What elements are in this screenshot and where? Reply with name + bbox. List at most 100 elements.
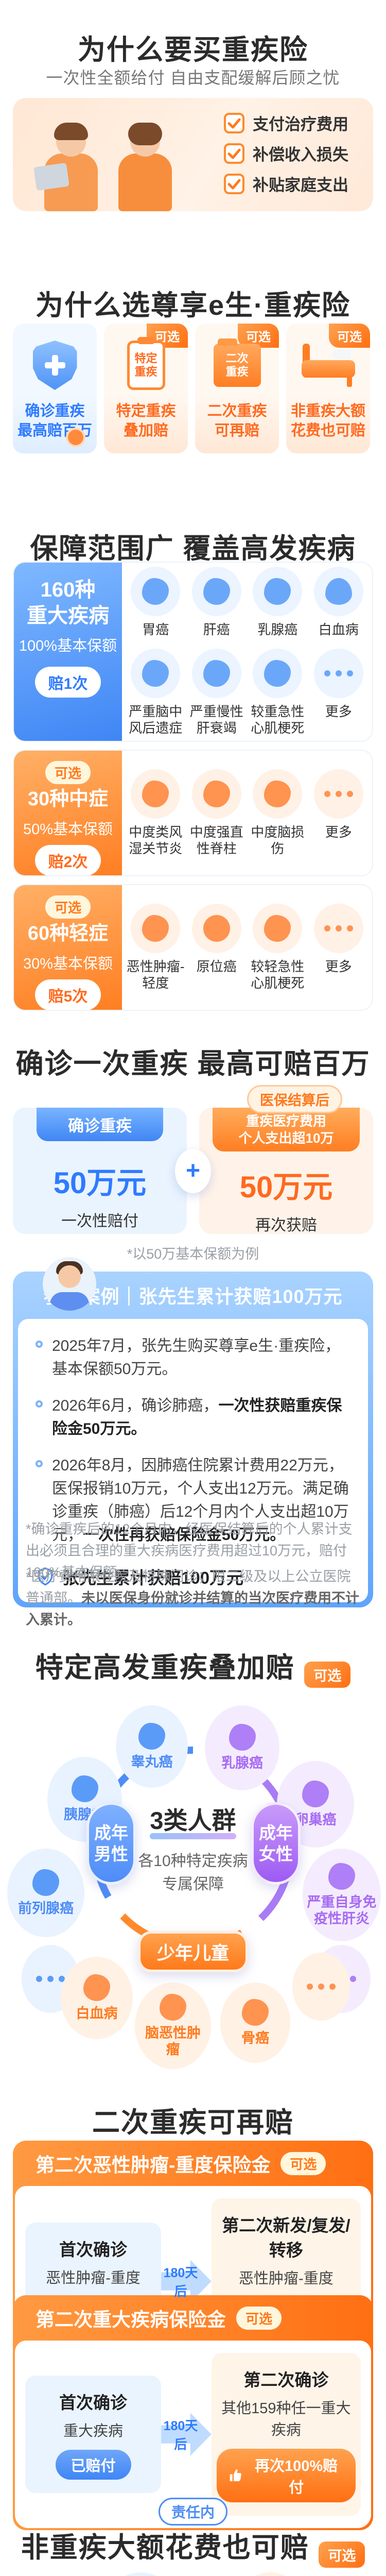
section4-title: 确诊一次重疾 最高可赔百万 — [15, 1048, 371, 1079]
coverage-card-critical: 160种 重大疾病 100%基本保额 赔1次 胃癌 肝癌 乳腺癌 白血病 严重脑… — [13, 562, 373, 742]
disease-item: 原位癌 — [186, 899, 248, 997]
spine-icon — [203, 780, 230, 807]
disease-item: 较轻急性心肌梗死 — [247, 899, 308, 997]
disease-item: 乳腺癌 — [247, 563, 308, 643]
blood-drop-icon — [325, 578, 352, 605]
payout-tab-line2: 个人支出超10万 — [238, 1130, 334, 1146]
disease-label: 原位癌 — [196, 958, 237, 974]
coverage-times-badge: 赔5次 — [34, 979, 101, 1010]
bone-cancer-icon — [242, 1998, 269, 2026]
case-bullet: 2026年6月，确诊肺癌，一次性获赔重疾保险金50万元。 — [36, 1394, 350, 1440]
ring-title: 3类人群 — [150, 1801, 236, 1839]
disease-item: 胃癌 — [125, 563, 186, 643]
coverage-card-mild: 可选 60种轻症 30%基本保额 赔5次 恶性肿瘤-轻度 原位癌 较轻急性心肌梗… — [13, 884, 373, 1011]
bubble-breast-cancer: 乳腺癌 — [205, 1705, 279, 1790]
group-pill-adult-female: 成年女性 — [251, 1802, 301, 1885]
benefit-label: 补贴家庭支出 — [253, 176, 348, 194]
second-critical-card: 第二次重大疾病保险金 可选 首次确诊 重大疾病 已赔付 180天后 第二次确诊 … — [13, 2295, 373, 2530]
disease-item: 恶性肿瘤-轻度 — [125, 899, 186, 997]
disease-item: 严重脑中风后遗症 — [125, 643, 186, 741]
joint-icon — [142, 780, 169, 807]
case-text: 2026年8月，因肺癌住院累计费用22万元，医保报销10万元，个人支出12万元。… — [52, 1457, 349, 1544]
coverage-card-moderate: 可选 30种中症 50%基本保额 赔2次 中度类风湿关节炎 中度强直性脊柱 中度… — [13, 750, 373, 876]
bubble-more-child: ··· — [292, 1953, 350, 2021]
disease-label: 恶性肿瘤-轻度 — [126, 958, 185, 991]
paid-badge: 已赔付 — [55, 2450, 131, 2480]
disease-label: 乳腺癌 — [257, 622, 298, 638]
bubble-testicular-cancer: 睾丸癌 — [116, 1705, 188, 1788]
noncritical-bubble-cloud: 肺炎 肾结石 交通事故 烧伤烫伤 肠炎 运动受伤 胆囊炎 胃溃疡 骑车摔碰 跌倒… — [0, 2563, 386, 2576]
optional-badge: 可选 — [45, 895, 91, 919]
disease-label: 更多 — [325, 824, 352, 840]
payout-tab: 确诊重疾 — [37, 1108, 163, 1141]
thumbs-up-icon — [230, 2469, 241, 2482]
case-text-bold: 一次性再获赔保险金50万元。 — [83, 1527, 286, 1544]
card-header: 第二次重大疾病保险金 — [36, 2309, 226, 2330]
coverage-name: 重大疾病 — [27, 604, 109, 627]
optional-badge: 可选 — [319, 2541, 365, 2568]
coverage-times-badge: 赔1次 — [34, 667, 101, 698]
payout-card-first: 确诊重疾 50万元 一次性赔付 — [13, 1108, 187, 1234]
disease-label: 中度类风湿关节炎 — [129, 824, 183, 857]
folder-text: 二次重疾 — [225, 351, 249, 378]
check-icon — [224, 112, 244, 133]
footnote: *医疗费用限住院及特殊门诊；限二级及以上公立医院普通部。未以医保身份就诊并结算的… — [26, 1569, 359, 1628]
feature-card-second: 可选 二次重疾 二次重疾 可再赔 — [195, 324, 279, 453]
bubble-autoimmune-hepatitis: 严重自身免疫性肝炎 — [303, 1849, 381, 1941]
disease-label: 较重急性心肌梗死 — [251, 703, 305, 736]
benefit-item: 支付治疗费用 — [224, 111, 348, 134]
timeline-dot-icon — [36, 1400, 43, 1408]
feature-card-critical: 确诊重疾 最高赔百万 — [13, 324, 97, 453]
coverage-count: 30种中症 — [27, 788, 109, 810]
clipboard-icon: 特定重疾 — [127, 341, 165, 390]
coverage-times-badge: 赔2次 — [34, 844, 101, 875]
plus-icon: + — [175, 1148, 211, 1193]
group-pill-children: 少年儿童 — [138, 1931, 248, 1972]
disease-label: 中度强直性脊柱 — [189, 824, 243, 857]
section3-title: 保障范围广 覆盖高发疾病 — [30, 533, 356, 564]
payout-tab-line1: 重疾医疗费用 — [245, 1113, 326, 1129]
timeline-dot-icon — [36, 1460, 43, 1467]
optional-badge: 可选 — [45, 761, 91, 784]
optional-badge: 可选 — [236, 2306, 282, 2330]
disease-label: 肝癌 — [203, 622, 230, 638]
box-subtitle: 其他159种任一重大疾病 — [221, 2400, 351, 2438]
claim-label: 再次100%赔付 — [255, 2458, 338, 2496]
disease-item: 更多 — [308, 899, 370, 997]
card-label-line2: 叠加赔 — [123, 422, 168, 439]
box-subtitle: 重大疾病 — [63, 2423, 124, 2439]
arrow-180days-icon: 180天后 — [161, 2253, 212, 2310]
coverage-ratio: 30%基本保额 — [23, 955, 113, 972]
section5-title: 特定高发重疾叠加赔 — [35, 1652, 295, 1683]
carcinoma-in-situ-icon — [203, 914, 230, 942]
disease-label: 白血病 — [318, 622, 359, 638]
disease-item: 中度脑损伤 — [247, 764, 308, 862]
group-pill-adult-male: 成年男性 — [86, 1802, 136, 1885]
disease-label: 胃癌 — [142, 622, 169, 638]
section1-title: 为什么要买重疾险 — [78, 35, 308, 65]
example-note: *以50万基本保额为例 — [127, 1246, 259, 1262]
arrow-label: 180天后 — [163, 2266, 198, 2299]
folder-icon: 二次重疾 — [213, 338, 261, 387]
disease-label: 严重慢性肝衰竭 — [189, 703, 243, 736]
clipboard-text: 特定重疾 — [134, 351, 157, 378]
medicare-badge: 医保结算后 — [247, 1085, 342, 1113]
bubble-bone-cancer: 骨癌 — [220, 1982, 290, 2063]
timeline-dot-icon — [36, 1341, 43, 1348]
testicular-cancer-icon — [138, 1722, 165, 1750]
more-dots-icon — [307, 1984, 336, 1990]
card-label-line2: 花费也可赔 — [290, 422, 365, 439]
brain-icon — [142, 659, 169, 687]
more-dots-icon — [36, 1976, 65, 1982]
box-title: 第二次新发/复发/转移 — [222, 2216, 350, 2260]
shield-check-icon — [38, 1567, 53, 1586]
box-title: 首次确诊 — [59, 2393, 128, 2412]
box-title: 首次确诊 — [59, 2240, 128, 2259]
hero-card: 支付治疗费用 补偿收入损失 补贴家庭支出 — [13, 98, 373, 211]
shield-cross-icon — [32, 341, 77, 390]
disease-label: 中度脑损伤 — [251, 824, 305, 857]
first-diagnosis-box: 首次确诊 重大疾病 已赔付 — [25, 2376, 162, 2493]
benefit-label: 补偿收入损失 — [253, 146, 348, 164]
bubble-leukemia: 白血病 — [61, 1957, 133, 2039]
laptop-icon — [33, 162, 69, 191]
